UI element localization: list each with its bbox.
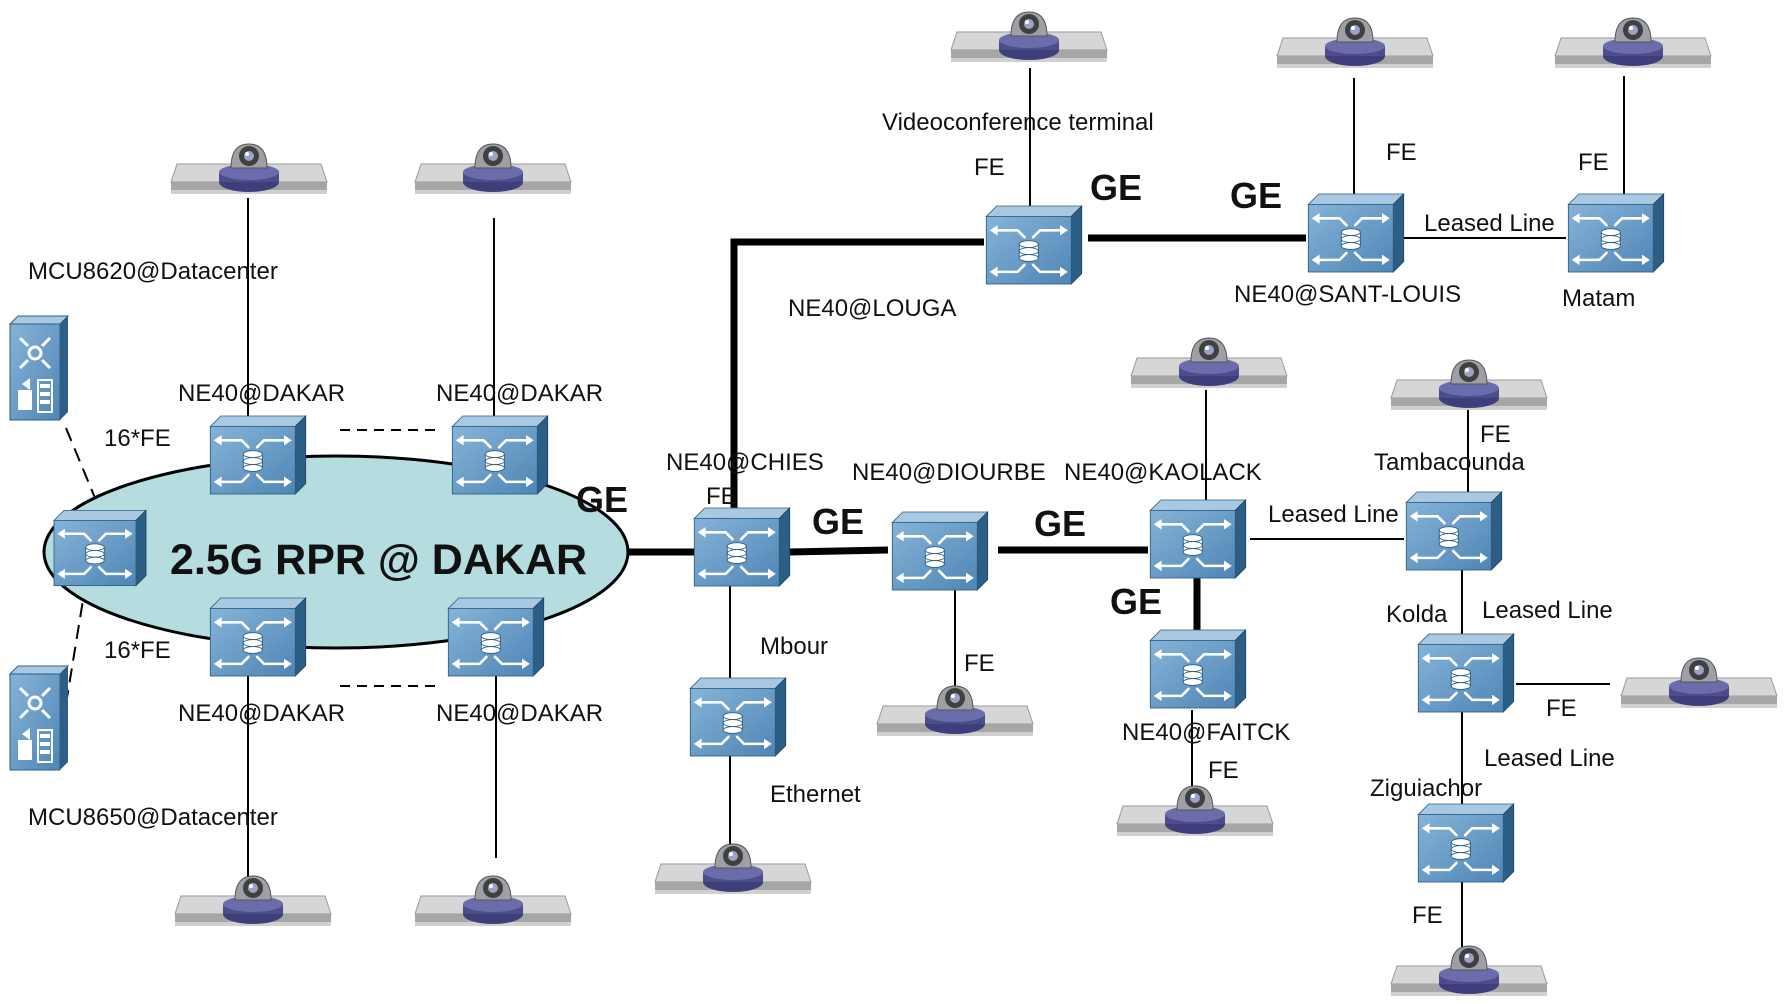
label-ethernet: Ethernet xyxy=(770,781,861,808)
label-ziguiachor: Ziguiachor xyxy=(1370,775,1482,802)
label-tambacounda: Tambacounda xyxy=(1374,449,1525,476)
label-matam: Matam xyxy=(1562,285,1635,312)
label-mbour: Mbour xyxy=(760,633,828,660)
label-fe-matam: FE xyxy=(1578,149,1609,176)
label-fe-chies: FE xyxy=(706,483,737,510)
router-dakar-br-icon xyxy=(446,596,546,678)
link-chies-diourbe xyxy=(789,546,889,556)
terminal-dakar-bl-icon xyxy=(174,875,332,927)
terminal-dakar-tr-icon xyxy=(414,143,572,195)
ring-label: 2.5G RPR @ DAKAR xyxy=(170,536,587,584)
router-dakar-tl-icon xyxy=(208,414,308,496)
dashed-link-mcu-top xyxy=(65,427,101,511)
label-fe16-bottom: 16*FE xyxy=(104,637,171,664)
label-dakar-tr: NE40@DAKAR xyxy=(436,380,603,407)
terminal-tamba-icon xyxy=(1390,359,1548,411)
label-fe-tamba: FE xyxy=(1480,421,1511,448)
terminal-matam-icon xyxy=(1554,17,1712,69)
label-leased-ziguiachor: Leased Line xyxy=(1484,745,1615,772)
label-louga: NE40@LOUGA xyxy=(788,295,956,322)
label-fe-diourbe: FE xyxy=(964,650,995,677)
router-louga-icon xyxy=(984,204,1084,286)
terminal-ziguiachor-icon xyxy=(1390,945,1548,997)
link-chies-louga xyxy=(730,238,984,520)
label-santlouis: NE40@SANT-LOUIS xyxy=(1234,281,1461,308)
label-fe-faitck: FE xyxy=(1208,757,1239,784)
label-fe-kolda: FE xyxy=(1546,695,1577,722)
label-mcu8620: MCU8620@Datacenter xyxy=(28,258,278,285)
label-ge-kaolack: GE xyxy=(1034,503,1086,544)
router-faitck-icon xyxy=(1148,628,1248,710)
label-ge-santlouis: GE xyxy=(1230,175,1282,216)
terminal-mbour-icon xyxy=(654,843,812,895)
router-diourbe-icon xyxy=(890,510,990,592)
label-ge-ring: GE xyxy=(576,479,628,520)
router-dakar-tr-icon xyxy=(450,414,550,496)
terminal-faitck-icon xyxy=(1116,785,1274,837)
label-leased-tamba: Leased Line xyxy=(1268,501,1399,528)
label-faitck: NE40@FAITCK xyxy=(1122,719,1290,746)
label-leased-kolda: Leased Line xyxy=(1482,597,1613,624)
terminal-santlouis-icon xyxy=(1276,17,1434,69)
label-fe-santlouis: FE xyxy=(1386,139,1417,166)
label-kaolack: NE40@KAOLACK xyxy=(1064,459,1262,486)
router-tamba-icon xyxy=(1404,490,1504,572)
dashed-link-mcu-bottom xyxy=(65,593,85,705)
links xyxy=(65,68,1625,956)
label-mcu8650: MCU8650@Datacenter xyxy=(28,804,278,831)
router-ring-hub-icon xyxy=(52,509,148,587)
mcu8620-icon xyxy=(8,314,70,422)
terminal-dakar-br-icon xyxy=(414,875,572,927)
label-ge-faitck: GE xyxy=(1110,581,1162,622)
labels: MCU8620@Datacenter MCU8650@Datacenter 16… xyxy=(28,109,1635,929)
label-dakar-tl: NE40@DAKAR xyxy=(178,380,345,407)
router-ziguiachor-icon xyxy=(1416,802,1516,884)
label-fe16-top: 16*FE xyxy=(104,425,171,452)
router-kaolack-icon xyxy=(1148,498,1248,580)
terminal-louga-icon xyxy=(950,11,1108,63)
label-leased-matam: Leased Line xyxy=(1424,210,1555,237)
label-fe-ziguiachor: FE xyxy=(1412,902,1443,929)
router-matam-icon xyxy=(1566,192,1666,274)
label-ge-diourbe: GE xyxy=(812,501,864,542)
terminal-kaolack-icon xyxy=(1130,337,1288,389)
router-chies-icon xyxy=(692,506,792,588)
router-santlouis-icon xyxy=(1306,192,1406,274)
router-mbour-icon xyxy=(688,676,788,758)
router-dakar-bl-icon xyxy=(208,596,308,678)
label-diourbe: NE40@DIOURBE xyxy=(852,459,1046,486)
mcu8650-icon xyxy=(8,664,70,772)
label-kolda: Kolda xyxy=(1386,601,1448,628)
label-fe-louga: FE xyxy=(974,154,1005,181)
label-dakar-br: NE40@DAKAR xyxy=(436,700,603,727)
label-chies: NE40@CHIES xyxy=(666,449,824,476)
terminal-diourbe-icon xyxy=(876,685,1034,737)
label-ge-louga: GE xyxy=(1090,167,1142,208)
label-dakar-bl: NE40@DAKAR xyxy=(178,700,345,727)
router-kolda-icon xyxy=(1416,632,1516,714)
terminal-kolda-icon xyxy=(1620,657,1778,709)
label-videoconf: Videoconference terminal xyxy=(882,109,1154,136)
terminal-dakar-tl-icon xyxy=(170,143,328,195)
